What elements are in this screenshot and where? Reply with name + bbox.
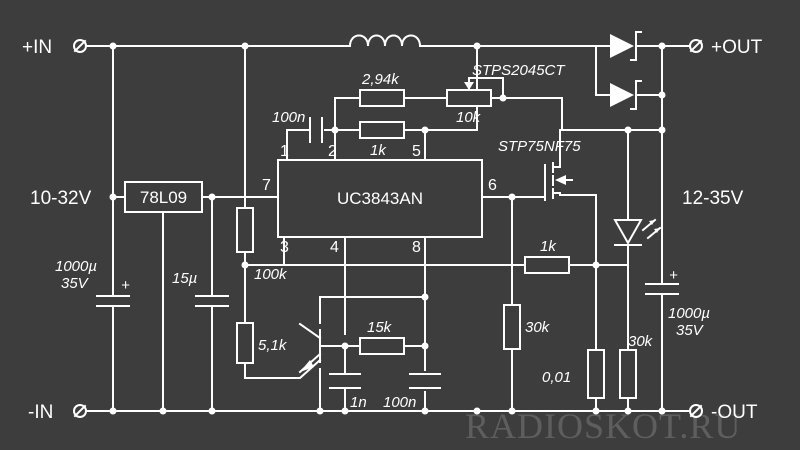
pin-6: 6 xyxy=(488,177,497,194)
resistor-1k-feedback-label: 1k xyxy=(370,142,387,159)
capacitor-100n-top-label: 100n xyxy=(272,109,305,126)
controller-label: UC3843AN xyxy=(337,189,423,208)
terminal-in-pos[interactable] xyxy=(73,39,87,53)
resistor-30k-mid xyxy=(503,304,521,350)
transistor-npn xyxy=(298,322,346,374)
potentiometer-10k xyxy=(446,77,504,107)
resistor-shunt-label: 0,01 xyxy=(542,369,571,386)
capacitor-100n-bottom-label: 100n xyxy=(383,394,416,411)
output-voltage-label: 12-35V xyxy=(682,188,744,209)
capacitor-output-value: 1000µ xyxy=(668,305,710,322)
capacitor-1n-label: 1n xyxy=(350,394,367,411)
led xyxy=(613,218,662,256)
resistor-15k xyxy=(359,337,405,355)
pin-5: 5 xyxy=(412,143,421,160)
resistor-30k-mid-label: 30k xyxy=(525,319,551,336)
resistor-100k-label: 100k xyxy=(254,266,288,283)
pin-2: 2 xyxy=(328,143,337,160)
regulator-label: 78L09 xyxy=(140,188,187,207)
potentiometer-10k-label: 10k xyxy=(456,109,482,126)
mosfet-stp75nf75 xyxy=(544,162,566,201)
capacitor-output xyxy=(645,283,679,295)
pin-8: 8 xyxy=(412,239,421,256)
terminal-in-neg[interactable] xyxy=(73,404,87,418)
resistor-30k-right-label: 30k xyxy=(628,333,654,350)
resistor-5-1k xyxy=(236,322,254,364)
capacitor-100n-bottom xyxy=(409,373,441,389)
resistor-2-94k xyxy=(359,89,405,107)
diode-stps2045ct-b xyxy=(610,80,642,110)
junctions xyxy=(109,42,666,415)
in-neg-label: -IN xyxy=(28,402,53,423)
inductor xyxy=(348,34,422,48)
pin-4: 4 xyxy=(330,239,339,256)
input-voltage-label: 10-32V xyxy=(30,188,92,209)
resistor-shunt xyxy=(587,349,605,399)
resistor-1k-led xyxy=(524,256,570,274)
mosfet-label: STP75NF75 xyxy=(498,138,581,155)
capacitor-15u xyxy=(195,295,229,307)
resistor-1k-led-label: 1k xyxy=(540,238,557,255)
pin-3: 3 xyxy=(280,239,289,256)
capacitor-output-plus: + xyxy=(669,267,678,284)
resistor-5-1k-label: 5,1k xyxy=(258,337,288,354)
diode-label: STPS2045CT xyxy=(472,62,566,79)
controller-uc3843an: UC3843AN xyxy=(277,159,483,238)
terminal-out-neg[interactable] xyxy=(689,404,703,418)
resistor-1k-feedback xyxy=(359,121,405,139)
resistor-30k-right xyxy=(619,349,637,399)
resistor-2-94k-label: 2,94k xyxy=(361,71,400,88)
capacitor-100n-top xyxy=(309,117,323,143)
resistor-15k-label: 15k xyxy=(367,319,393,336)
terminal-out-pos[interactable] xyxy=(689,39,703,53)
regulator-78l09: 78L09 xyxy=(124,181,203,213)
capacitor-input-value: 1000µ xyxy=(55,258,97,275)
capacitor-1n xyxy=(329,373,361,389)
out-neg-label: -OUT xyxy=(711,402,758,423)
capacitor-input xyxy=(96,295,130,307)
capacitor-input-voltage: 35V xyxy=(61,275,90,292)
wiring xyxy=(85,45,691,412)
out-pos-label: +OUT xyxy=(711,37,763,58)
capacitor-15u-label: 15µ xyxy=(172,270,197,287)
pin-7: 7 xyxy=(262,177,271,194)
capacitor-input-plus: + xyxy=(121,277,130,294)
pin-1: 1 xyxy=(280,143,289,160)
diode-stps2045ct-a xyxy=(610,31,642,61)
resistor-100k xyxy=(236,207,254,253)
in-pos-label: +IN xyxy=(22,37,52,58)
capacitor-output-voltage: 35V xyxy=(676,322,705,339)
